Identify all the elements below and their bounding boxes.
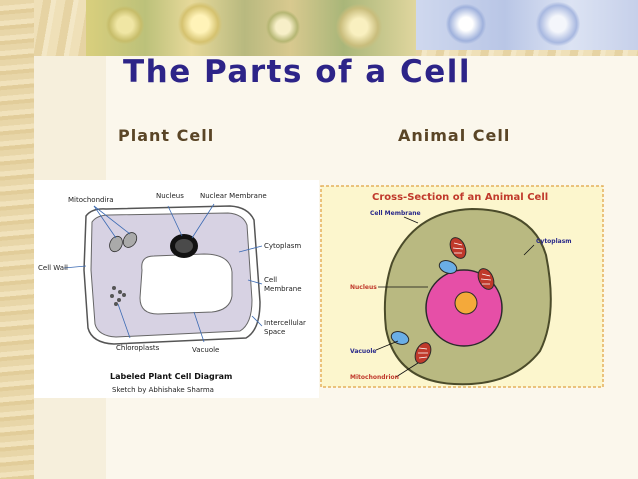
animal-cell-diagram: Cross-Section of an Animal Cell Cell M: [320, 185, 604, 388]
animal-diagram-title: Cross-Section of an Animal Cell: [372, 192, 548, 203]
paper-texture-left: [0, 0, 34, 479]
label-cytoplasm: Cytoplasm: [264, 242, 301, 250]
mitochondria-folds: [418, 242, 492, 359]
label-chloroplasts: Chloroplasts: [116, 344, 160, 352]
label-intercellular-line1: Intercellular: [264, 319, 306, 327]
animal-leader-lines: [375, 216, 535, 378]
animal-vacuole-shape: [390, 331, 410, 345]
flower-decoration: [536, 2, 580, 46]
flower-decoration: [446, 4, 486, 44]
plant-cell-heading: Plant Cell: [118, 126, 215, 145]
plant-diagram-caption: Labeled Plant Cell Diagram: [110, 372, 232, 381]
label-animal-cell-membrane: Cell Membrane: [370, 210, 421, 217]
vacuole-shape: [139, 253, 233, 315]
flower-decoration: [266, 10, 300, 44]
animal-vacuole-shape: [438, 260, 458, 274]
floral-banner-right: [416, 0, 638, 50]
animal-nucleolus-shape: [454, 291, 478, 315]
plant-cell-svg: Mitochondira Nucleus Nuclear Membrane Cy…: [38, 192, 306, 394]
label-mitochondria: Mitochondira: [68, 196, 114, 204]
label-nucleus: Nucleus: [156, 192, 184, 200]
label-animal-mitochondrion: Mitochondrion: [350, 374, 399, 381]
label-leader-lines: [63, 203, 263, 343]
label-cell-membrane-line2: Membrane: [264, 285, 302, 293]
label-nuclear-membrane: Nuclear Membrane: [200, 192, 267, 200]
label-cell-wall: Cell Wall: [38, 264, 68, 272]
label-animal-cytoplasm: Cytoplasm: [536, 238, 572, 245]
floral-banner: [86, 0, 416, 56]
label-vacuole: Vacuole: [192, 346, 219, 354]
label-animal-nucleus: Nucleus: [350, 284, 377, 291]
flower-decoration: [336, 4, 382, 50]
mitochondrion-shape: [109, 235, 123, 253]
flower-decoration: [178, 2, 222, 46]
animal-cell-heading: Animal Cell: [398, 126, 511, 145]
flower-decoration: [106, 6, 144, 44]
mitochondrion-shape: [122, 232, 138, 248]
label-animal-vacuole: Vacuole: [350, 348, 376, 355]
chloroplast-dots: [110, 286, 126, 306]
slide-title: The Parts of a Cell: [123, 54, 472, 90]
label-intercellular-line2: Space: [264, 328, 285, 336]
plant-diagram-credit: Sketch by Abhishake Sharma: [112, 386, 214, 394]
nuclear-membrane-shape: [175, 239, 193, 253]
plant-cell-diagram: Mitochondira Nucleus Nuclear Membrane Cy…: [34, 180, 319, 398]
animal-cell-svg: Cross-Section of an Animal Cell Cell M: [320, 185, 604, 388]
label-cell-membrane-line1: Cell: [264, 276, 277, 284]
